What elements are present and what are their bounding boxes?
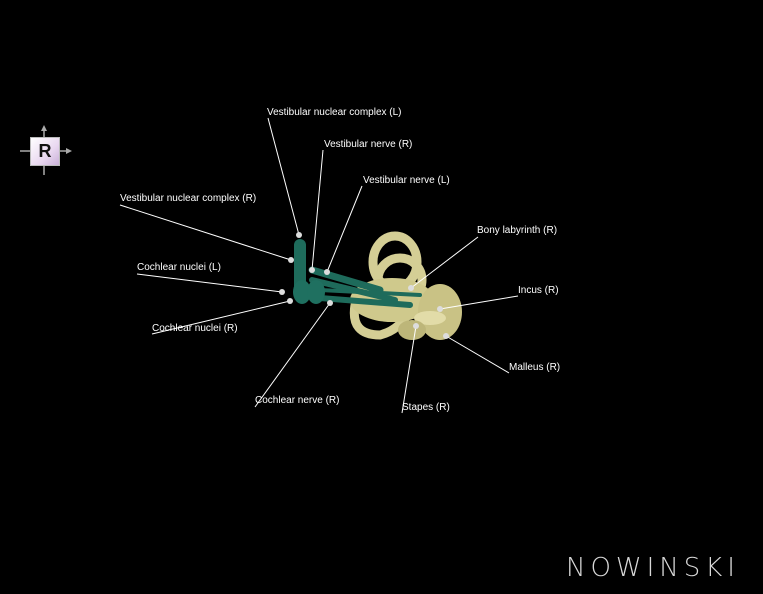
label-cochlear-nerve-r[interactable]: Cochlear nerve (R) — [255, 395, 340, 406]
label-bony-labyrinth-r[interactable]: Bony labyrinth (R) — [477, 225, 558, 236]
nowinski-logo: NOWINSKI — [566, 553, 740, 583]
label-incus-r[interactable]: Incus (R) — [518, 285, 559, 296]
leader-lines — [119, 117, 519, 414]
label-cochlear-nuclei-l[interactable]: Cochlear nuclei (L) — [137, 262, 221, 273]
nerve-model — [294, 239, 422, 308]
label-vestibular-nerve-r[interactable]: Vestibular nerve (R) — [324, 139, 413, 150]
label-vestibular-nerve-l[interactable]: Vestibular nerve (L) — [363, 175, 450, 186]
label-cochlear-nuclei-r[interactable]: Cochlear nuclei (R) — [152, 323, 238, 334]
orientation-cube[interactable]: R — [20, 125, 72, 177]
label-vestibular-nuclear-complex-r[interactable]: Vestibular nuclear complex (R) — [120, 193, 257, 204]
leader-dots — [279, 232, 449, 339]
label-vestibular-nuclear-complex-l[interactable]: Vestibular nuclear complex (L) — [267, 107, 402, 118]
label-malleus-r[interactable]: Malleus (R) — [509, 362, 561, 373]
label-stapes-r[interactable]: Stapes (R) — [402, 402, 450, 413]
orientation-label: R — [30, 137, 60, 166]
